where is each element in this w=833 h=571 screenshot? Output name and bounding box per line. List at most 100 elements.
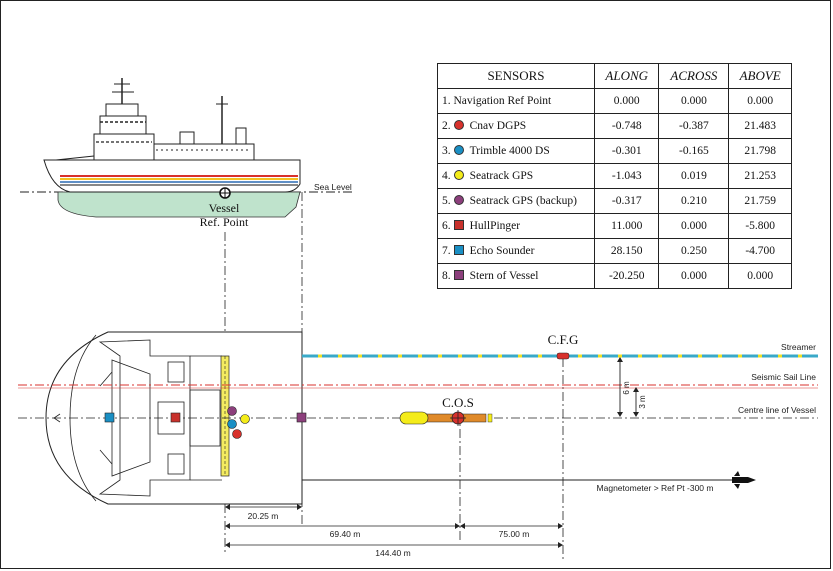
across-value: 0.000	[658, 213, 730, 239]
trimble-marker	[227, 419, 237, 429]
dim-144-40-label: 144.40 m	[375, 548, 410, 558]
sensor-name: Cnav DGPS	[469, 120, 527, 132]
cos-label: C.O.S	[442, 395, 474, 410]
header-along: ALONG	[593, 63, 660, 89]
sensor-name: Echo Sounder	[469, 245, 535, 257]
sensor-name-cell: 5. Seatrack GPS (backup)	[437, 188, 595, 214]
echo-sounder-marker	[104, 412, 115, 423]
circle-marker-icon	[453, 195, 464, 205]
across-value: 0.019	[658, 163, 730, 189]
above-value: 0.000	[728, 88, 792, 114]
along-value: -0.301	[593, 138, 660, 164]
row-number: 1.	[442, 95, 451, 107]
row-number: 7.	[442, 245, 451, 257]
sensor-name-cell: 3. Trimble 4000 DS	[437, 138, 595, 164]
header-above: ABOVE	[728, 63, 792, 89]
dim-75-00-label: 75.00 m	[499, 529, 530, 539]
along-value: 11.000	[593, 213, 660, 239]
sensor-name-cell: 2. Cnav DGPS	[437, 113, 595, 139]
vessel-side-view	[20, 78, 355, 218]
across-value: -0.387	[658, 113, 730, 139]
header-sensors: SENSORS	[437, 63, 595, 89]
sensor-name: Seatrack GPS	[469, 170, 534, 182]
row-number: 6.	[442, 220, 451, 232]
along-value: -0.317	[593, 188, 660, 214]
above-value: 21.798	[728, 138, 792, 164]
table-header-row: SENSORS ALONG ACROSS ABOVE	[437, 63, 792, 89]
sensor-name-cell: 8. Stern of Vessel	[437, 263, 595, 289]
row-number: 4.	[442, 170, 451, 182]
above-value: 21.253	[728, 163, 792, 189]
streamer-label: Streamer	[781, 342, 816, 352]
seatrack-backup-marker	[227, 406, 237, 416]
sensor-name: Navigation Ref Point	[453, 95, 552, 107]
seatrack-marker	[240, 414, 250, 424]
across-value: 0.000	[658, 263, 730, 289]
vessel-ref-label-line2: Ref. Point	[200, 215, 249, 229]
dim-69-40-label: 69.40 m	[330, 529, 361, 539]
row-number: 2.	[442, 120, 451, 132]
square-marker-icon	[453, 270, 464, 280]
header-across: ACROSS	[658, 63, 730, 89]
above-value: -5.800	[728, 213, 792, 239]
dim-6m-label: 6 m	[622, 381, 631, 395]
along-value: -1.043	[593, 163, 660, 189]
circle-marker-icon	[453, 120, 464, 130]
dimension-lines	[225, 504, 563, 548]
sensor-name: HullPinger	[469, 220, 521, 232]
along-value: 28.150	[593, 238, 660, 264]
along-value: -20.250	[593, 263, 660, 289]
row-number: 8.	[442, 270, 451, 282]
across-value: 0.250	[658, 238, 730, 264]
magnetometer-icon	[732, 471, 756, 489]
sensor-name-cell: 1. Navigation Ref Point	[437, 88, 595, 114]
above-value: 21.759	[728, 188, 792, 214]
sensor-name: Seatrack GPS (backup)	[469, 195, 577, 207]
sea-level-label: Sea Level	[314, 182, 352, 192]
centre-line-label: Centre line of Vessel	[738, 405, 816, 415]
hullpinger-marker	[170, 412, 181, 423]
cnav-marker	[232, 429, 242, 439]
dim-20-25-label: 20.25 m	[248, 511, 279, 521]
sensor-name-cell: 7. Echo Sounder	[437, 238, 595, 264]
square-marker-icon	[453, 220, 464, 230]
sensor-name: Trimble 4000 DS	[469, 145, 550, 157]
row-number: 5.	[442, 195, 451, 207]
across-value: 0.000	[658, 88, 730, 114]
magnetometer-label: Magnetometer > Ref Pt -300 m	[597, 483, 714, 493]
sensor-name-cell: 4. Seatrack GPS	[437, 163, 595, 189]
above-value: -4.700	[728, 238, 792, 264]
stern-marker	[296, 412, 307, 423]
above-value: 0.000	[728, 263, 792, 289]
ref-point-icon	[219, 187, 231, 199]
across-value: 0.210	[658, 188, 730, 214]
row-number: 3.	[442, 145, 451, 157]
cfg-label: C.F.G	[548, 332, 579, 347]
along-value: 0.000	[593, 88, 660, 114]
sail-line-label: Seismic Sail Line	[751, 372, 816, 382]
cos-marker-icon	[450, 410, 466, 426]
sensor-name-cell: 6. HullPinger	[437, 213, 595, 239]
square-marker-icon	[453, 245, 464, 255]
above-value: 21.483	[728, 113, 792, 139]
dim-3m-label: 3 m	[638, 395, 647, 409]
along-value: -0.748	[593, 113, 660, 139]
cfg-marker	[556, 352, 570, 360]
sensor-name: Stern of Vessel	[469, 270, 539, 282]
sensor-offset-table: SENSORS ALONG ACROSS ABOVE 1. Navigation…	[437, 63, 792, 289]
vessel-ref-label-line1: Vessel	[209, 201, 240, 215]
circle-marker-icon	[453, 145, 464, 155]
source-array	[399, 411, 493, 425]
across-value: -0.165	[658, 138, 730, 164]
circle-marker-icon	[453, 170, 464, 180]
